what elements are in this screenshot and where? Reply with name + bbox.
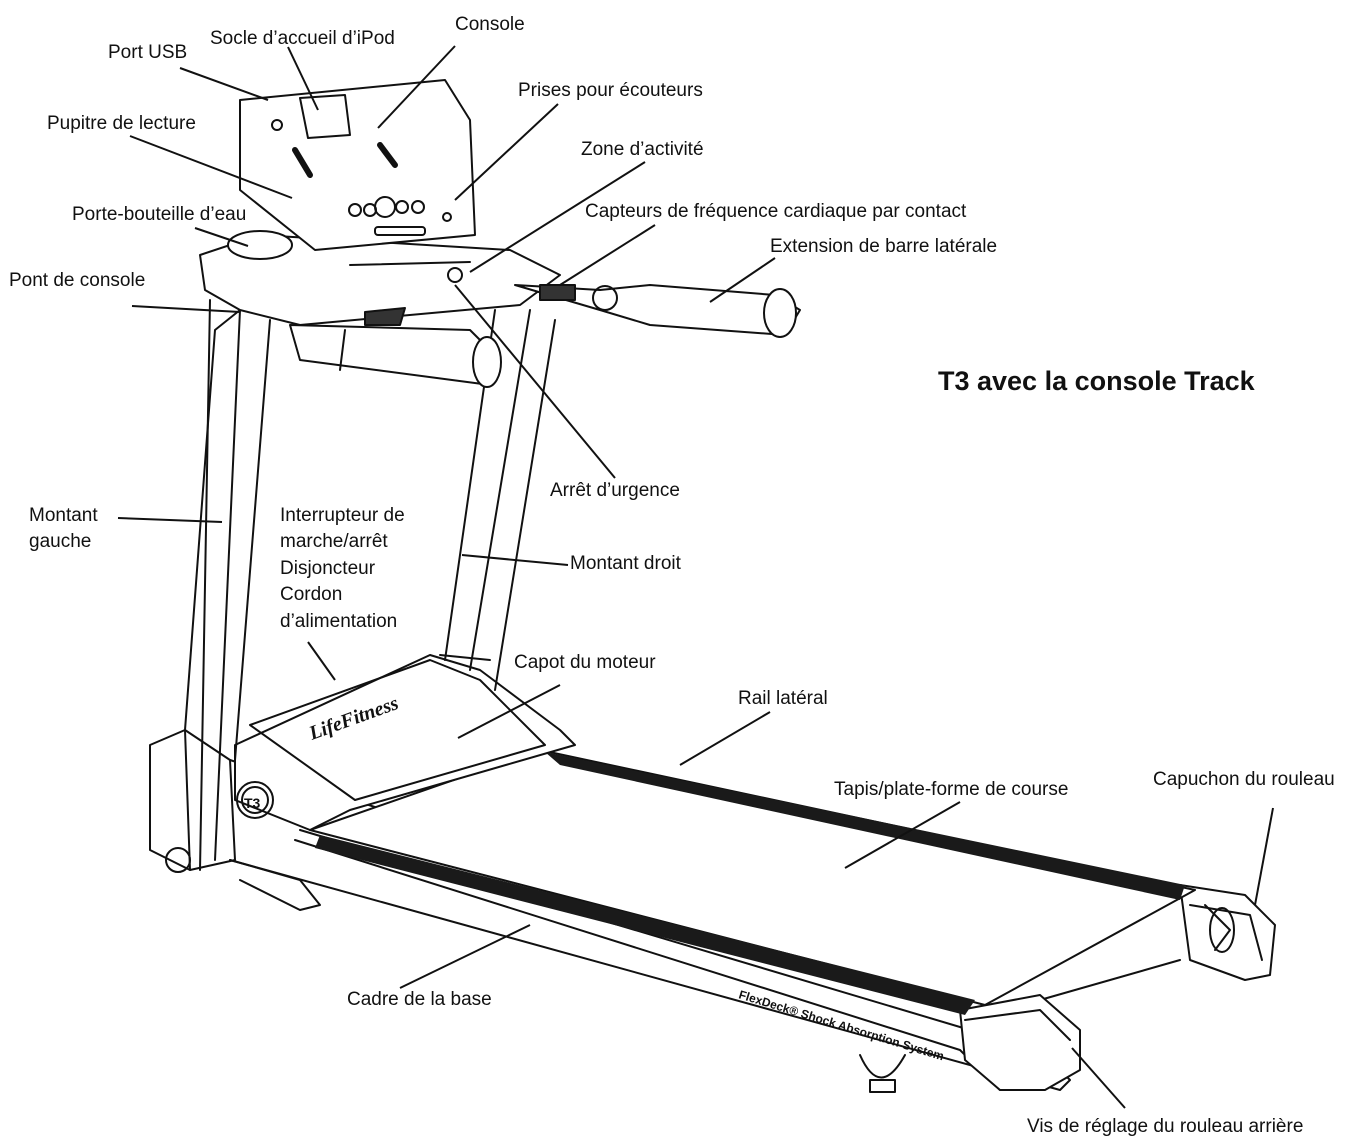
label-belt-deck: Tapis/plate-forme de course bbox=[834, 779, 1069, 800]
label-base-frame: Cadre de la base bbox=[347, 989, 492, 1010]
label-side-rail: Rail latéral bbox=[738, 688, 828, 709]
label-power-switch-line2: marche/arrêt bbox=[280, 531, 388, 552]
label-motor-hood: Capot du moteur bbox=[514, 652, 656, 673]
label-side-bar-extension: Extension de barre latérale bbox=[770, 236, 998, 257]
label-power-switch-line1: Interrupteur de bbox=[280, 505, 405, 526]
label-left-upright-line1: Montant bbox=[29, 505, 98, 526]
model-badge: T3 bbox=[244, 795, 261, 811]
console-panel bbox=[239, 79, 476, 251]
left-upright bbox=[184, 299, 271, 871]
label-roller-cap: Capuchon du rouleau bbox=[1153, 769, 1335, 790]
label-left-upright-line2: gauche bbox=[29, 531, 92, 552]
leader-lines bbox=[117, 45, 1274, 1109]
label-headphone-jacks: Prises pour écouteurs bbox=[518, 80, 703, 101]
label-port-usb: Port USB bbox=[108, 42, 188, 63]
label-circuit-breaker: Disjoncteur bbox=[280, 558, 376, 579]
label-water-bottle-holder: Porte-bouteille d’eau bbox=[72, 204, 247, 225]
label-ipod-dock: Socle d’accueil d’iPod bbox=[210, 28, 395, 49]
label-heart-rate-sensors: Capteurs de fréquence cardiaque par cont… bbox=[585, 201, 967, 222]
running-belt bbox=[309, 749, 1235, 1015]
label-power-cord-line1: Cordon bbox=[280, 584, 343, 605]
console-bridge bbox=[199, 230, 801, 388]
label-console: Console bbox=[455, 14, 525, 35]
label-console-bridge: Pont de console bbox=[9, 270, 146, 291]
label-reading-rack: Pupitre de lecture bbox=[47, 113, 196, 134]
motor-hood bbox=[234, 654, 576, 831]
label-emergency-stop: Arrêt d’urgence bbox=[550, 480, 680, 501]
label-power-cord-line2: d’alimentation bbox=[280, 611, 398, 632]
transport-wheel bbox=[165, 847, 191, 873]
label-activity-zone: Zone d’activité bbox=[581, 139, 704, 160]
label-rear-roller-screw: Vis de réglage du rouleau arrière bbox=[1027, 1116, 1304, 1137]
diagram-title: T3 avec la console Track bbox=[938, 366, 1255, 396]
label-right-upright: Montant droit bbox=[570, 553, 681, 574]
